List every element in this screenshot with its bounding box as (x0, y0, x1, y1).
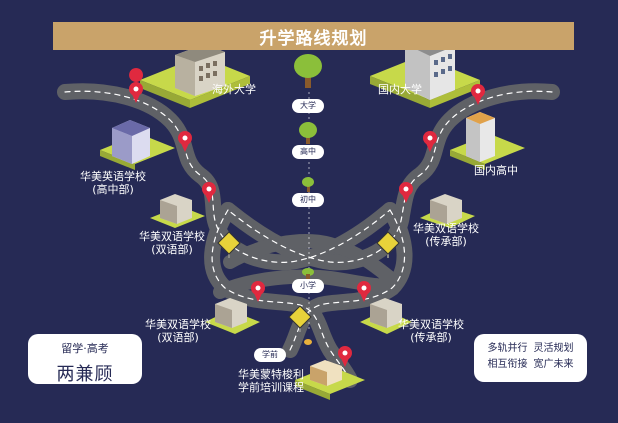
tree-small-icon (302, 177, 314, 192)
label-heritage-right-upper-sub: (传承部) (425, 235, 467, 248)
info-card-left-line2: 两兼顾 (56, 364, 114, 385)
yield-sign-left-icon (217, 231, 241, 258)
level-badge-high: 高中 (292, 145, 324, 159)
tree-large-icon (294, 54, 322, 88)
label-domestic-high: 国内高中 (474, 164, 518, 177)
label-heritage-right-upper-name: 华美双语学校 (413, 222, 479, 235)
pin-overseas-university-icon (129, 68, 144, 103)
label-british-school-name: 华美英语学校 (80, 170, 146, 183)
pin-bilingual-left-upper-icon (202, 182, 216, 203)
label-heritage-right-lower: 华美双语学校 (传承部) (398, 318, 464, 344)
building-bilingual-left-lower-icon (215, 298, 247, 328)
info-card-right-text-1b: 灵活规划 (533, 343, 574, 354)
tree-medium-icon (299, 122, 317, 144)
info-card-right: 多轨并行灵活规划 相互衔接宽广未来 (474, 334, 587, 382)
building-british-school-icon (112, 120, 150, 164)
label-heritage-right-lower-sub: (传承部) (410, 331, 452, 344)
sprout-icon (302, 268, 314, 279)
pin-heritage-right-upper-icon (399, 182, 413, 203)
label-bilingual-left-upper: 华美双语学校 (双语部) (139, 230, 205, 256)
label-heritage-right-upper: 华美双语学校 (传承部) (413, 222, 479, 248)
pin-domestic-high-icon (423, 131, 437, 152)
info-card-left-line1: 留学·高考 (61, 342, 109, 355)
pin-british-school-icon (178, 131, 192, 152)
label-montessori: 华美蒙特梭利 学前培训课程 (238, 368, 304, 394)
building-bilingual-left-upper-icon (160, 194, 192, 224)
label-british-school: 华美英语学校 (高中部) (80, 170, 146, 196)
yield-sign-bottom-icon (288, 305, 312, 332)
info-card-right-row1: 多轨并行灵活规划 (474, 341, 587, 357)
label-british-school-sub: (高中部) (92, 183, 134, 196)
pin-montessori-icon (338, 346, 352, 367)
label-bilingual-left-lower-name: 华美双语学校 (145, 318, 211, 331)
page-title: 升学路线规划 (53, 22, 574, 50)
yield-sign-right-icon (376, 231, 400, 258)
info-card-right-row2: 相互衔接宽广未来 (474, 357, 587, 373)
label-montessori-sub: 学前培训课程 (238, 381, 304, 394)
info-card-left: 留学·高考 两兼顾 (28, 334, 142, 385)
label-montessori-name: 华美蒙特梭利 (238, 368, 304, 381)
label-overseas-university: 海外大学 (212, 83, 256, 96)
pin-domestic-university-icon (471, 84, 485, 105)
road-middle-loop (213, 234, 402, 299)
building-heritage-right-lower-icon (370, 298, 402, 328)
building-heritage-right-upper-icon (430, 194, 462, 224)
road-left-lower (204, 202, 358, 388)
label-bilingual-left-upper-name: 华美双语学校 (139, 230, 205, 243)
building-domestic-high-icon (466, 112, 495, 162)
info-card-right-text-2b: 宽广未来 (533, 359, 574, 370)
info-card-right-text-2a: 相互衔接 (487, 359, 528, 370)
pin-bilingual-left-lower-icon (251, 281, 265, 302)
label-bilingual-left-lower-sub: (双语部) (157, 331, 199, 344)
label-domestic-university: 国内大学 (378, 83, 422, 96)
info-card-right-text-1a: 多轨并行 (487, 343, 528, 354)
building-montessori-icon (310, 360, 342, 386)
level-badge-primary: 小学 (292, 279, 324, 293)
level-badge-university: 大学 (292, 99, 324, 113)
seed-icon (304, 339, 312, 345)
level-badge-middle: 初中 (292, 193, 324, 207)
pin-heritage-right-lower-icon (357, 281, 371, 302)
level-badge-preschool: 学前 (254, 348, 286, 362)
label-bilingual-left-upper-sub: (双语部) (151, 243, 193, 256)
label-heritage-right-lower-name: 华美双语学校 (398, 318, 464, 331)
label-bilingual-left-lower: 华美双语学校 (双语部) (145, 318, 211, 344)
